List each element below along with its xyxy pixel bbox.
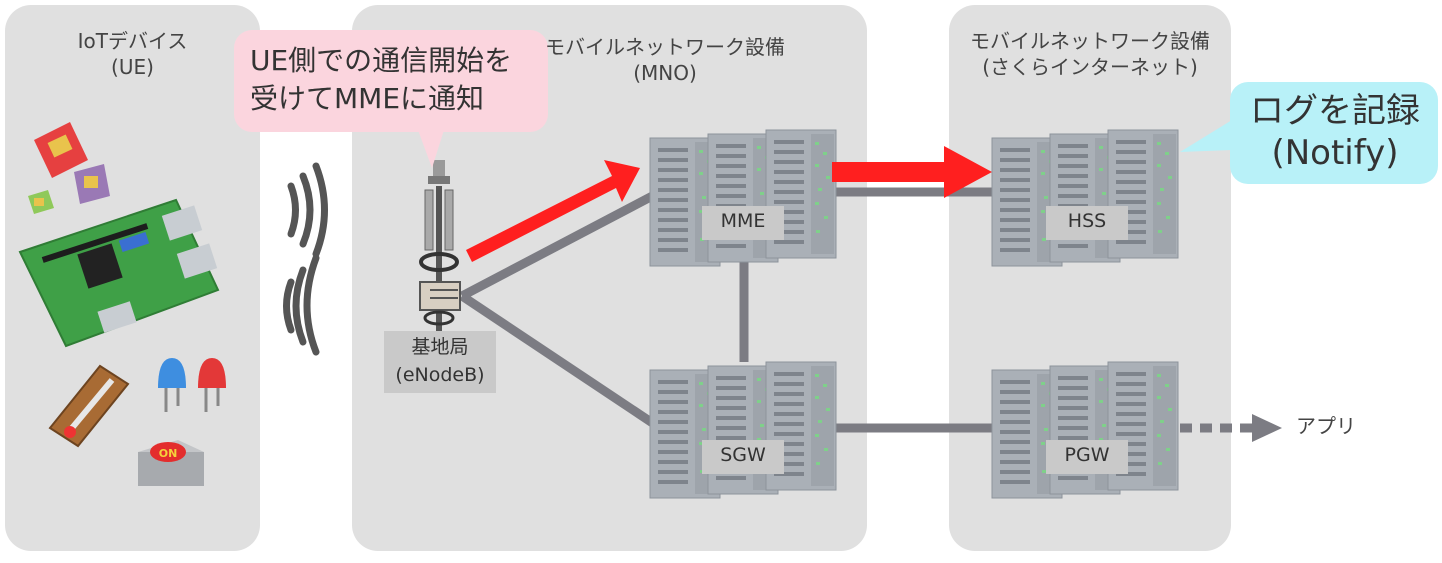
pgw-server-icon	[992, 362, 1178, 498]
led-icon	[158, 358, 226, 412]
notify-arrow-enodeb-mme	[466, 160, 640, 262]
notify-arrow-mme-hss	[832, 146, 992, 198]
sgw-server-icon	[650, 362, 836, 498]
hss-label: HSS	[1046, 206, 1128, 240]
hss-callout	[1180, 82, 1438, 184]
thermometer-icon	[48, 364, 130, 448]
hss-callout-text: ログを記録 (Notify)	[1250, 91, 1420, 173]
radio-wave-icon	[283, 162, 328, 356]
iot-group-title: IoTデバイス (UE)	[77, 29, 188, 79]
hss-server-icon	[992, 130, 1178, 266]
link-enodeb-mme	[459, 188, 663, 300]
mno-group-title: モバイルネットワーク設備 (MNO)	[545, 35, 785, 85]
enodeb-callout-text: UE側での通信開始を 受けてMMEに通知	[250, 44, 513, 115]
mme-server-icon	[650, 130, 836, 266]
svg-text:ON: ON	[159, 447, 178, 460]
on-button-icon: ON	[138, 440, 204, 486]
sim-card-icon	[28, 122, 110, 214]
enodeb-callout	[234, 30, 548, 168]
base-station-icon	[419, 160, 461, 336]
sgw-label: SGW	[702, 440, 784, 474]
sakura-group-title: モバイルネットワーク設備 (さくらインターネット)	[970, 29, 1210, 79]
app-arrowhead	[1252, 414, 1282, 442]
link-enodeb-sgw	[459, 292, 663, 432]
app-label: アプリ	[1296, 414, 1356, 438]
pgw-label: PGW	[1046, 440, 1128, 474]
mme-label: MME	[702, 206, 784, 240]
raspberry-pi-icon	[18, 198, 220, 348]
enodeb-label: 基地局 (eNodeB)	[384, 331, 496, 393]
